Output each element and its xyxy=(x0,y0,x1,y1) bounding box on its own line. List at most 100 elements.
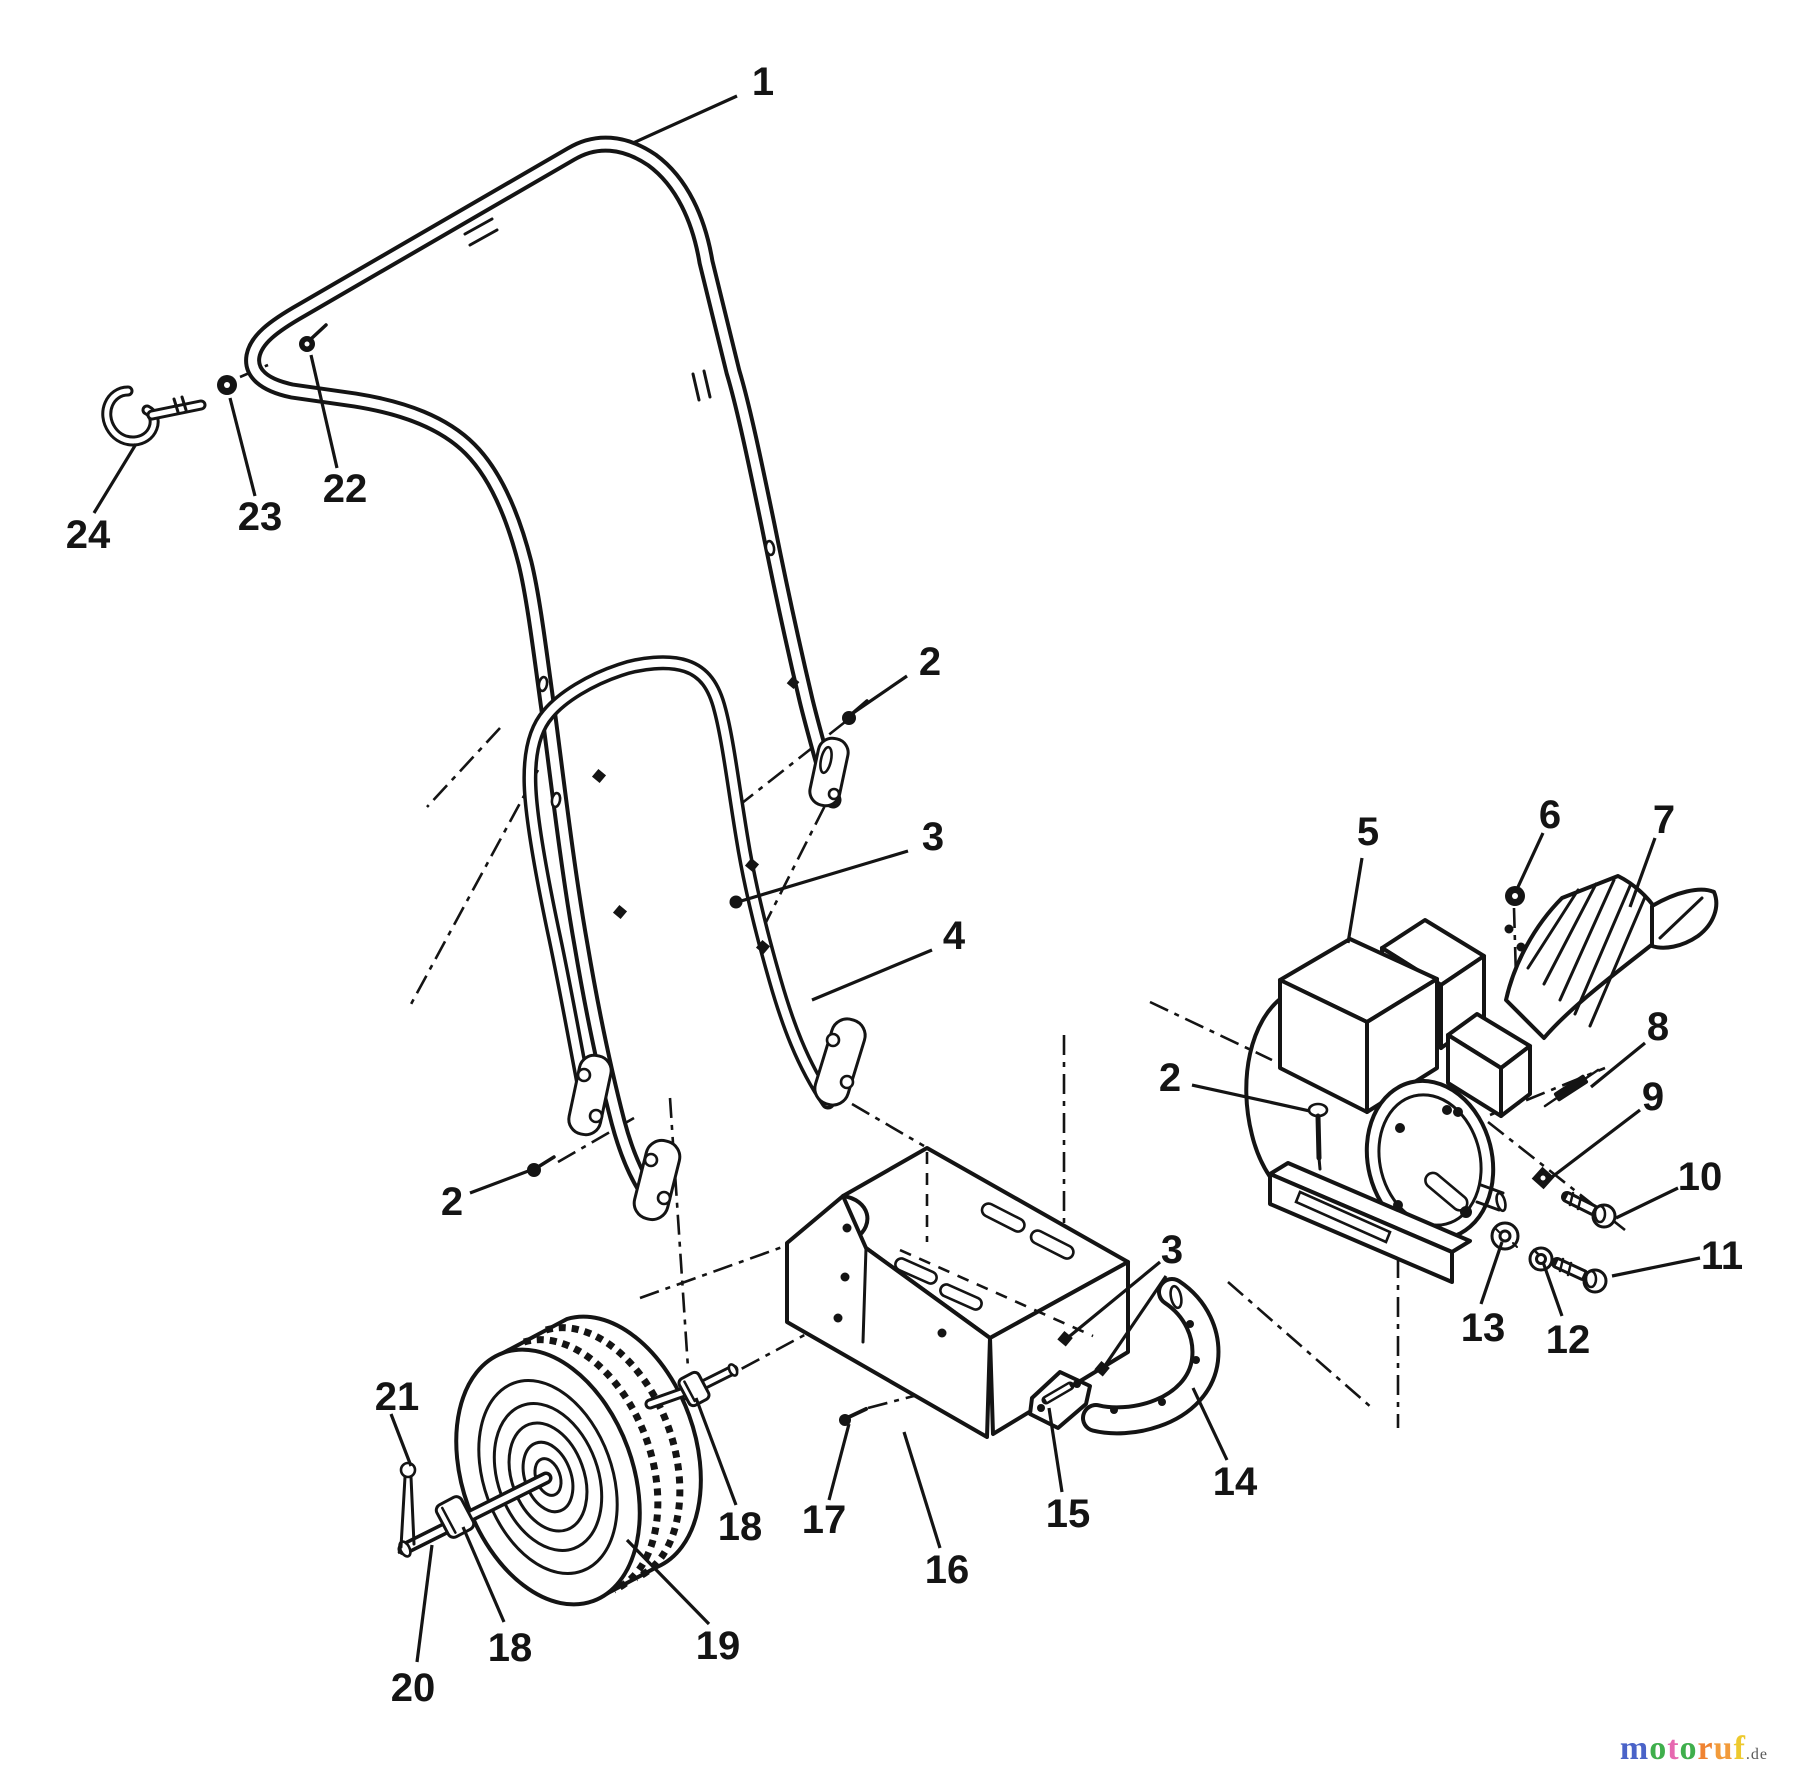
leader-line-24 xyxy=(92,443,138,514)
callout-label-21: 21 xyxy=(375,1375,420,1419)
guard-ribs xyxy=(1526,878,1647,1028)
leader-line-16 xyxy=(902,1431,942,1549)
cable-hook-group xyxy=(101,323,328,447)
watermark-letter: o xyxy=(1649,1730,1668,1767)
upper-handle xyxy=(244,135,850,1222)
callout-label-7: 7 xyxy=(1653,798,1675,842)
square-nut-9 xyxy=(1531,1166,1555,1190)
lower-handle-right-tab xyxy=(813,1017,867,1107)
callout-label-2: 2 xyxy=(919,640,941,684)
bolt-17 xyxy=(839,1407,868,1426)
tube-tick-marks xyxy=(463,217,712,402)
wheel-assembly xyxy=(397,1314,739,1607)
leader-line-20 xyxy=(415,1544,434,1663)
upper-handle-left-tab xyxy=(632,1138,682,1222)
leader-line-18 xyxy=(694,1397,738,1506)
hex-nut-6 xyxy=(1505,886,1525,906)
leader-line-9 xyxy=(1551,1108,1641,1179)
bolt-2-lower-left xyxy=(527,1155,556,1177)
bolt-2-engine xyxy=(1307,1102,1329,1171)
angle-bracket-15 xyxy=(1028,1370,1092,1430)
engine-base-plate xyxy=(1268,1161,1472,1284)
callout-label-18: 18 xyxy=(718,1505,763,1549)
callout-label-18: 18 xyxy=(488,1626,533,1670)
flat-washer-13 xyxy=(1490,1221,1520,1251)
callout-label-17: 17 xyxy=(802,1498,847,1542)
callout-label-9: 9 xyxy=(1642,1075,1664,1119)
callout-label-11: 11 xyxy=(1701,1234,1743,1278)
callout-label-1: 1 xyxy=(752,60,774,104)
watermark-word: motoruf xyxy=(1620,1730,1746,1767)
watermark-suffix: .de xyxy=(1745,1746,1768,1763)
leader-line-3 xyxy=(1100,1275,1168,1371)
leader-line-2 xyxy=(852,674,908,715)
clevis-pin-8 xyxy=(1543,1068,1600,1108)
leader-line-3 xyxy=(1063,1260,1162,1342)
callout-label-2: 2 xyxy=(441,1180,463,1224)
leader-line-5 xyxy=(1346,857,1364,944)
bracket-slots xyxy=(894,1202,1075,1311)
callout-label-23: 23 xyxy=(238,495,283,539)
callout-label-6: 6 xyxy=(1539,793,1561,837)
callout-label-3: 3 xyxy=(1161,1228,1183,1272)
leader-line-8 xyxy=(1589,1041,1647,1089)
leader-line-21 xyxy=(389,1413,413,1467)
leader-line-11 xyxy=(1611,1256,1701,1278)
leader-line-18 xyxy=(461,1526,506,1623)
leader-line-22 xyxy=(309,354,339,469)
lower-handle xyxy=(522,655,869,1177)
carriage-bolt-heads xyxy=(591,676,800,955)
tread-knurl-inner xyxy=(545,1324,684,1582)
callout-label-24: 24 xyxy=(66,513,111,557)
bolt-3-head xyxy=(729,895,743,909)
frame-bracket-16 xyxy=(785,1146,1130,1439)
axle-shaft xyxy=(397,1363,739,1558)
leader-line-12 xyxy=(1541,1261,1564,1317)
callout-label-13: 13 xyxy=(1461,1306,1506,1350)
leader-line-3 xyxy=(740,849,909,903)
leader-line-4 xyxy=(811,948,933,1002)
leader-line-23 xyxy=(228,397,257,497)
bolt-11 xyxy=(1551,1257,1608,1294)
callout-label-5: 5 xyxy=(1357,810,1379,854)
callout-label-8: 8 xyxy=(1647,1005,1669,1049)
watermark-letter: o xyxy=(1679,1730,1698,1767)
engine-crankcase-face xyxy=(1364,1078,1507,1242)
belt-guard-7 xyxy=(1504,874,1719,1040)
tread-knurl-outer xyxy=(523,1336,662,1594)
leader-line-2 xyxy=(1191,1083,1311,1113)
lock-washer-12 xyxy=(1528,1246,1554,1272)
callout-label-15: 15 xyxy=(1046,1492,1091,1536)
callout-label-3: 3 xyxy=(922,815,944,859)
watermark-letter: f xyxy=(1733,1730,1746,1767)
bolt-10 xyxy=(1561,1191,1617,1229)
leader-line-14 xyxy=(1191,1387,1229,1461)
leader-line-1 xyxy=(632,94,738,145)
leader-line-15 xyxy=(1047,1407,1064,1493)
watermark-letter: r xyxy=(1697,1730,1714,1767)
watermark-letter: u xyxy=(1713,1730,1734,1767)
leader-line-6 xyxy=(1516,832,1545,888)
callout-label-10: 10 xyxy=(1678,1155,1723,1199)
callout-label-2: 2 xyxy=(1159,1056,1181,1100)
bracket-right-wall xyxy=(988,1260,1130,1436)
axle-spacer-right xyxy=(677,1370,711,1408)
watermark-logo: motoruf.de xyxy=(1620,1730,1768,1768)
callout-label-14: 14 xyxy=(1213,1460,1258,1504)
upper-handle-right-tab xyxy=(808,736,850,808)
callout-label-19: 19 xyxy=(696,1624,741,1668)
engine-tank-box xyxy=(1446,1012,1532,1118)
engine-assembly xyxy=(1244,918,1532,1284)
callout-label-22: 22 xyxy=(323,467,368,511)
engine-main-box xyxy=(1278,937,1439,1114)
callout-label-16: 16 xyxy=(925,1548,970,1592)
support-bracket-14 xyxy=(1081,1277,1221,1436)
fastener-set xyxy=(1490,1068,1617,1294)
leader-line-17 xyxy=(827,1423,851,1501)
leader-line-10 xyxy=(1615,1186,1679,1220)
callout-label-4: 4 xyxy=(943,914,966,958)
leader-line-2 xyxy=(469,1168,532,1195)
callout-label-12: 12 xyxy=(1546,1318,1591,1362)
